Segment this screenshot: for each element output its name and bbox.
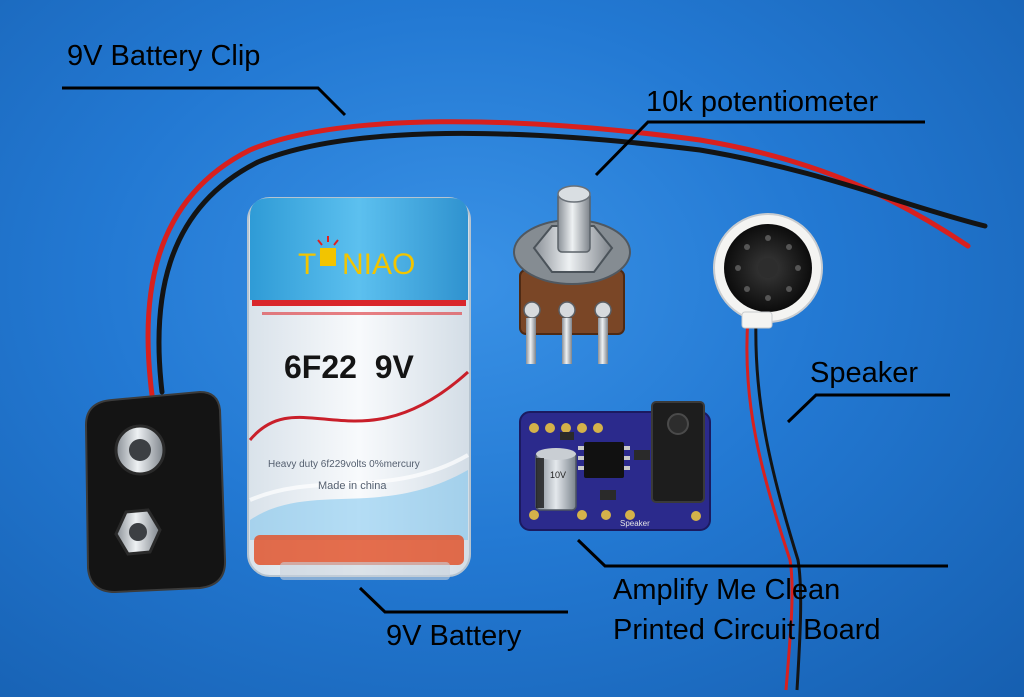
leader-lines [62, 86, 950, 614]
leader-potentiometer [594, 120, 925, 177]
battery-brand-left: T [298, 248, 316, 281]
battery-brand-right: NIAO [342, 248, 415, 281]
amplifier-pcb: 10V Speaker [519, 401, 711, 531]
label-pcb-line1: Amplify Me Clean [613, 574, 841, 606]
nine-volt-battery: T NIAO 6F22 9V Heavy duty 6f229volts 0%m… [247, 197, 471, 580]
brand-logo-icon [317, 236, 339, 266]
leader-battery [358, 586, 568, 614]
label-battery-clip: 9V Battery Clip [67, 40, 261, 72]
leader-pcb [576, 538, 948, 568]
wire-red [145, 119, 971, 398]
label-potentiometer: 10k potentiometer [646, 86, 879, 118]
label-pcb-line2: Printed Circuit Board [613, 614, 881, 646]
battery-clip [84, 390, 227, 594]
leader-speaker [786, 393, 950, 424]
label-battery: 9V Battery [386, 620, 522, 652]
capacitor-marking: 10V [550, 470, 566, 480]
battery-model: 6F22 9V [284, 349, 415, 385]
battery-origin: Made in china [318, 480, 387, 492]
speaker-pad-label: Speaker [620, 519, 650, 528]
speaker [713, 213, 823, 691]
wire-black [156, 130, 988, 395]
battery-fine-print: Heavy duty 6f229volts 0%mercury [268, 459, 420, 470]
leader-battery-clip [62, 86, 347, 117]
battery-clip-wires [145, 119, 988, 398]
potentiometer [513, 185, 631, 364]
label-speaker: Speaker [810, 357, 919, 389]
